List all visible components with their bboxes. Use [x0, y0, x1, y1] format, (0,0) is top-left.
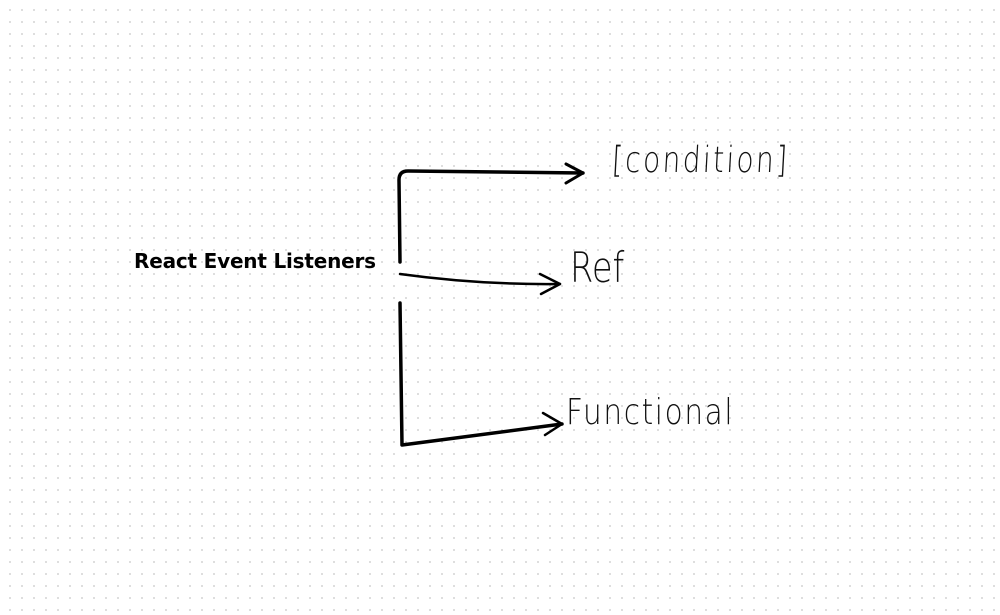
branch-label-condition: [condition]	[610, 140, 791, 181]
branch-label-ref: Ref	[570, 243, 625, 292]
arrowhead-condition	[564, 162, 585, 185]
root-label: React Event Listeners	[134, 249, 376, 273]
branch-label-functional: Functional	[566, 392, 735, 433]
bracket-upper-line	[397, 169, 585, 264]
bracket-lower-line	[398, 301, 564, 447]
arrowhead-functional	[541, 411, 564, 437]
arrowhead-ref	[538, 272, 562, 296]
connector-line-ref	[398, 272, 562, 286]
